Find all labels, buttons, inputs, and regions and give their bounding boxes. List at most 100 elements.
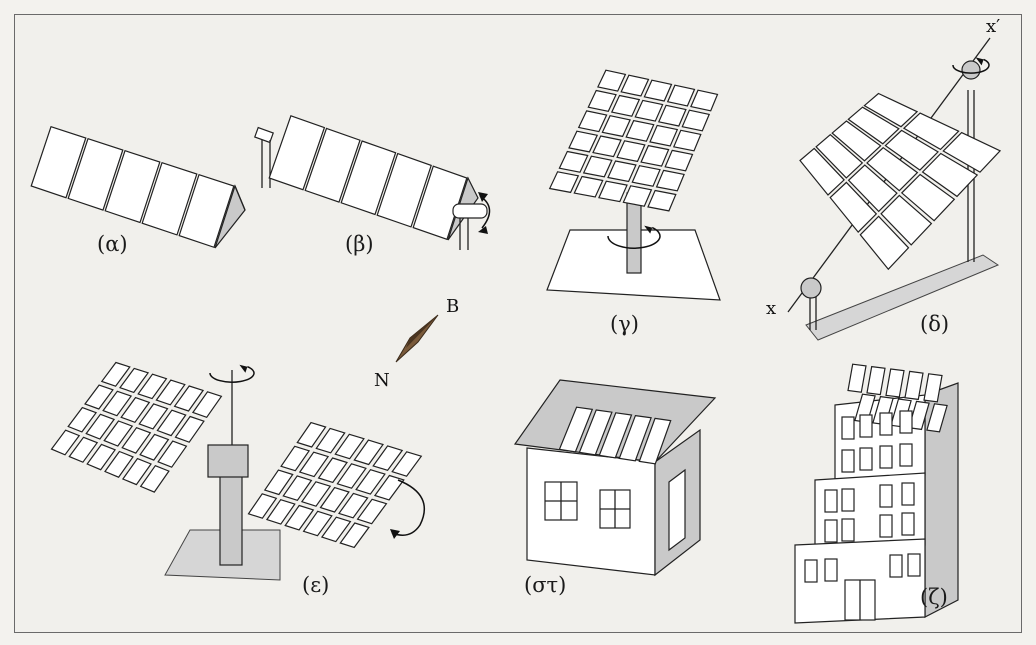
solar-panel — [86, 443, 117, 471]
solar-panel — [373, 474, 405, 501]
solar-panel — [191, 391, 223, 419]
solar-panel — [173, 385, 205, 412]
solar-panel — [317, 457, 348, 484]
solar-panel — [30, 125, 87, 199]
polar-rotation-arrow-icon — [952, 58, 990, 74]
solar-panel — [900, 173, 956, 222]
compass-south-label: N — [374, 370, 390, 391]
caption-epsilon: (ε) — [302, 573, 330, 597]
solar-panel — [300, 481, 332, 507]
solar-panel — [598, 180, 628, 203]
solar-panel — [690, 89, 719, 112]
solar-panel — [282, 475, 313, 502]
solar-panel — [137, 373, 168, 400]
building-facade-array — [794, 363, 959, 624]
window — [859, 447, 873, 471]
polar-axis-tracker: x x′ — [766, 16, 1002, 341]
solar-panel — [121, 426, 152, 454]
azimuth-rotation-arrow-icon — [209, 366, 255, 383]
solar-panel — [610, 94, 641, 117]
azimuth-rotation-arrow-icon — [607, 226, 661, 249]
arrow-head-icon — [975, 57, 984, 66]
solar-panel — [568, 130, 599, 153]
solar-panel — [643, 79, 673, 102]
rotation-axle — [452, 203, 488, 219]
solar-panel — [601, 115, 631, 138]
solar-panel — [622, 185, 653, 207]
solar-panel — [156, 409, 187, 437]
window — [841, 488, 855, 512]
tilt-rotation-arrow-icon — [391, 479, 425, 536]
solar-panel — [587, 89, 617, 112]
solar-panel — [139, 464, 170, 493]
arrow-head-icon — [478, 226, 488, 234]
ground-shadow — [805, 254, 1000, 341]
solar-panel — [320, 516, 352, 543]
solar-panel — [178, 173, 235, 249]
solar-panel — [655, 169, 685, 192]
compass-arrow: B N — [374, 296, 459, 391]
solar-panel — [926, 403, 948, 433]
caption-sigma-tau: (στ) — [524, 573, 567, 597]
solar-panel — [923, 373, 943, 403]
solar-panel — [847, 106, 900, 145]
window — [879, 514, 893, 538]
solar-panel — [263, 469, 294, 496]
solar-panel — [616, 140, 646, 163]
solar-panel — [84, 384, 114, 410]
solar-panel — [391, 451, 423, 477]
solar-panel — [298, 451, 330, 478]
solar-panel — [102, 390, 133, 417]
solar-panel — [573, 175, 604, 198]
solar-panel — [681, 109, 711, 132]
solar-panel — [863, 92, 919, 128]
solar-panel — [859, 215, 910, 271]
window — [879, 412, 893, 436]
window — [879, 484, 893, 508]
axis-bearing — [961, 60, 981, 80]
arrow-head-icon — [239, 364, 248, 373]
solar-panel — [620, 74, 650, 97]
solar-panel — [815, 133, 864, 179]
solar-panel — [104, 450, 134, 478]
solar-panel — [340, 140, 397, 216]
solar-panel — [592, 135, 622, 158]
solar-panel — [942, 131, 1002, 173]
axis-x-label: x — [766, 298, 776, 319]
solar-panel — [141, 161, 198, 236]
window — [901, 512, 915, 536]
window — [824, 558, 838, 582]
solar-panel — [247, 493, 278, 519]
solar-panel — [799, 147, 845, 196]
solar-panel — [103, 420, 134, 447]
solar-panel — [121, 457, 152, 486]
mount-pole — [219, 474, 243, 566]
solar-panel — [315, 427, 346, 454]
window — [899, 443, 913, 467]
axis-x-prime-label: x′ — [986, 16, 1000, 37]
solar-panel — [265, 498, 296, 525]
solar-panel — [625, 119, 655, 142]
solar-panel — [174, 415, 205, 443]
window — [824, 519, 838, 543]
window — [889, 554, 903, 578]
arrow-head-icon — [390, 529, 400, 539]
caption-gamma: (γ) — [610, 312, 639, 336]
solar-panel — [68, 436, 99, 463]
solar-panel — [548, 171, 580, 194]
solar-panel — [139, 433, 170, 461]
window — [841, 449, 855, 473]
solar-panel — [884, 129, 939, 171]
solar-panel — [904, 370, 924, 401]
solar-panel — [582, 155, 613, 178]
solar-panel — [138, 403, 169, 430]
window — [804, 559, 818, 583]
caption-delta: (δ) — [920, 312, 950, 336]
window — [901, 482, 915, 506]
solar-panel — [356, 498, 388, 525]
window — [824, 489, 838, 513]
solar-panel — [100, 361, 131, 387]
house-rooftop-array — [513, 379, 717, 577]
solar-panel — [372, 445, 404, 471]
solar-panel — [104, 149, 161, 224]
